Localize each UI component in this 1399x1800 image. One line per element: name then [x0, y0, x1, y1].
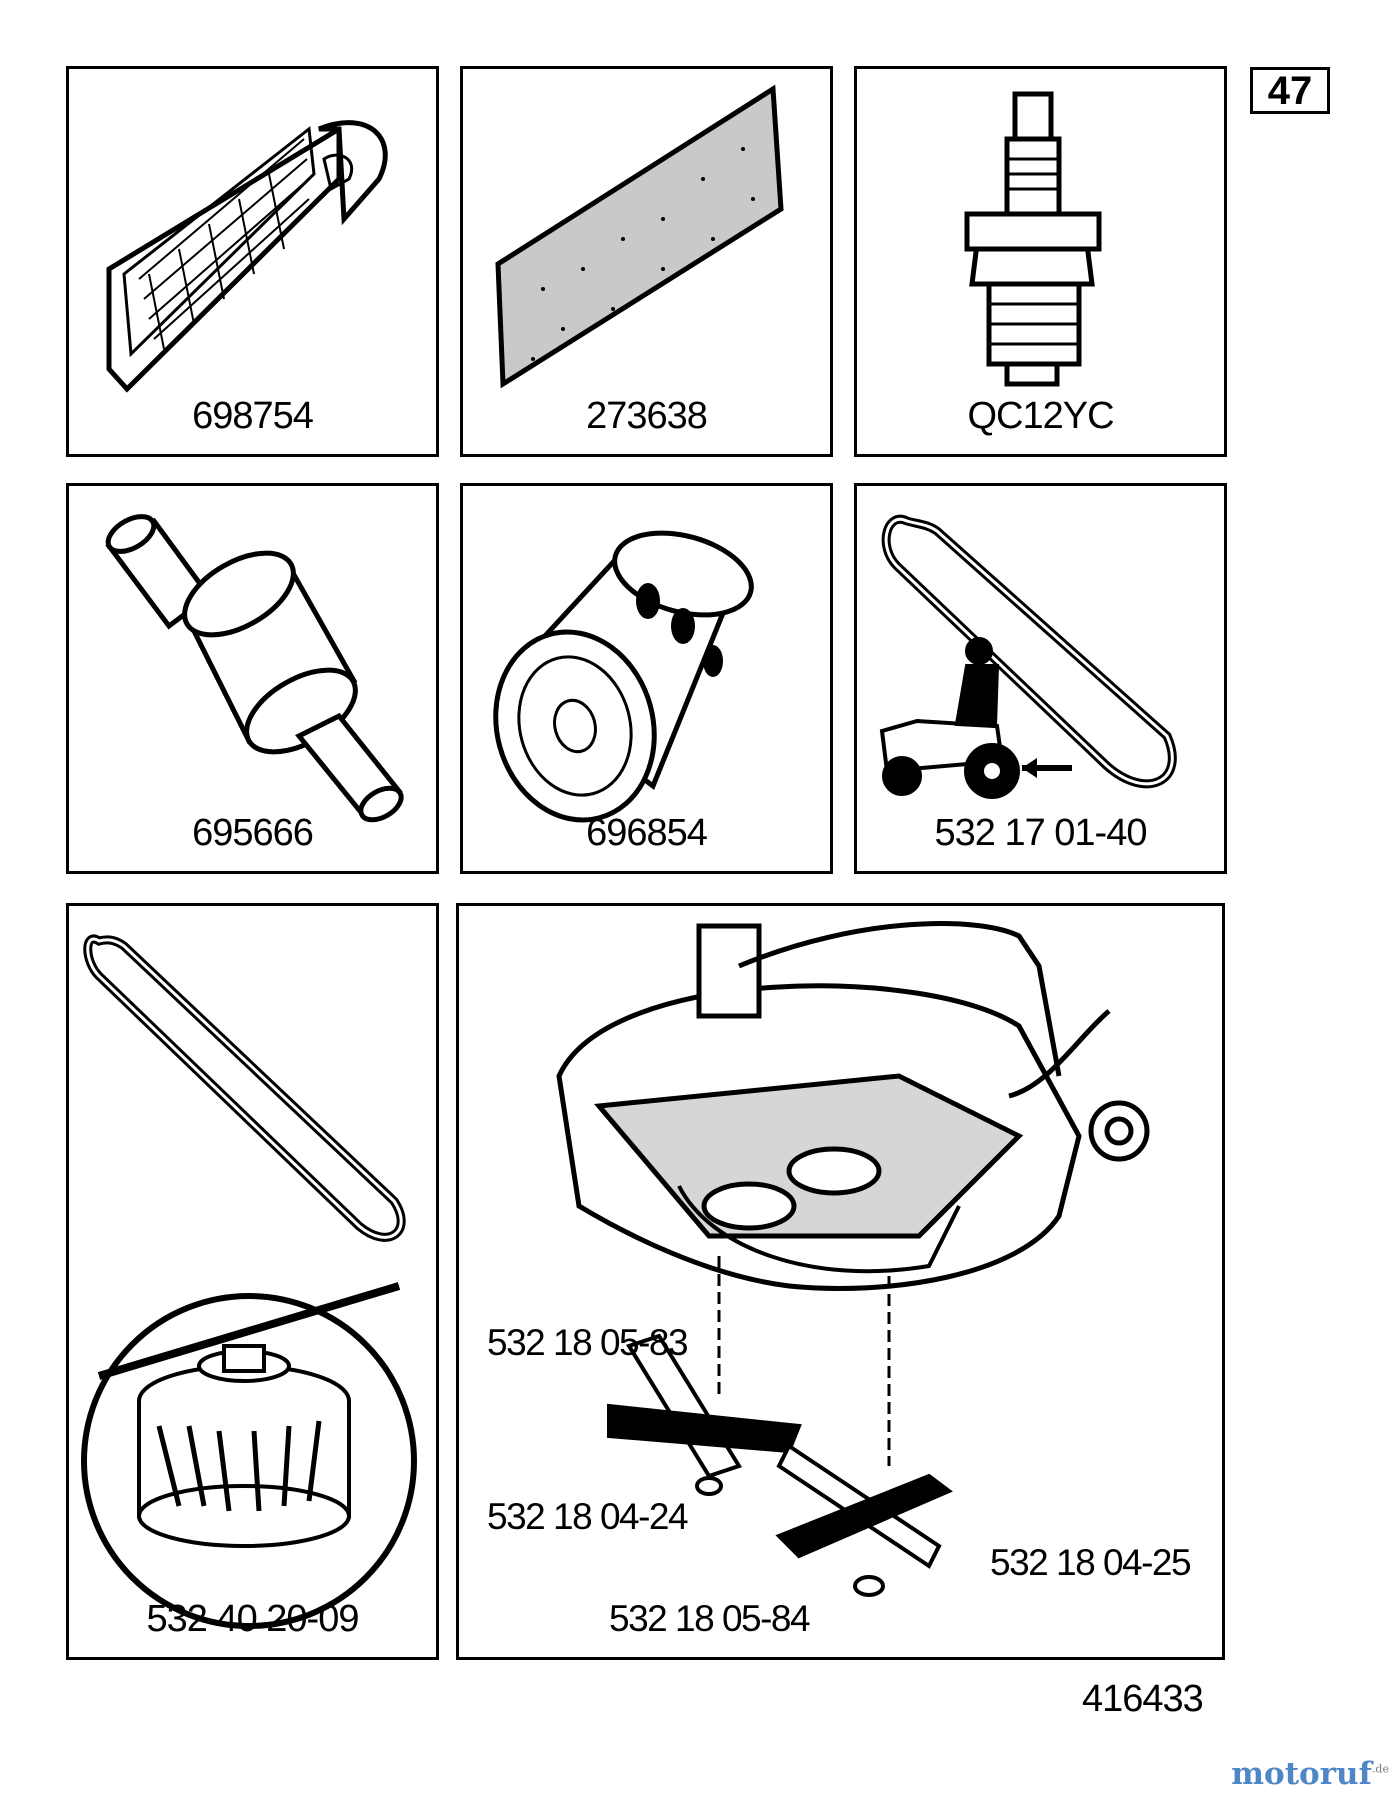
callout-adapter-left: 532 18 04-24 — [487, 1496, 689, 1537]
part-panel-spark-plug: QC12YC — [854, 66, 1227, 457]
part-number-oil-filter: 696854 — [586, 812, 708, 854]
blade-right-icon — [775, 1443, 953, 1597]
part-panel-drive-belt: 532 17 01-40 — [854, 483, 1227, 874]
watermark-suffix: .de — [1371, 1762, 1389, 1776]
spark-plug-icon — [964, 91, 1102, 387]
drive-belt-icon — [879, 514, 1177, 799]
part-panel-air-filter: 698754 — [66, 66, 439, 457]
fuel-filter-icon — [105, 514, 404, 823]
blade-left-icon — [607, 1333, 802, 1496]
part-number-deck-belt-pulley: 532 40 20-09 — [146, 1598, 360, 1640]
part-number-spark-plug: QC12YC — [967, 395, 1114, 437]
part-number-fuel-filter: 695666 — [192, 812, 314, 854]
belt-and-pulley-icon — [81, 934, 417, 1629]
tractor-icon — [879, 637, 1020, 799]
part-number-air-filter: 698754 — [192, 395, 314, 437]
part-panel-deck-belt-pulley: 532 40 20-09 — [66, 903, 439, 1660]
part-panel-oil-filter: 696854 — [460, 483, 833, 874]
part-panel-fuel-filter: 695666 — [66, 483, 439, 874]
drawing-number: 416433 — [1082, 1678, 1204, 1720]
part-number-pre-filter: 273638 — [586, 395, 708, 437]
part-number-drive-belt: 532 17 01-40 — [934, 812, 1148, 854]
foam-pre-filter-icon — [495, 84, 784, 389]
callout-blade-right: 532 18 05-84 — [609, 1598, 811, 1639]
air-filter-icon — [106, 120, 388, 393]
part-panel-pre-filter: 273638 — [460, 66, 833, 457]
part-panel-mower-deck: 532 18 05-83 532 18 04-24 532 18 05-84 5… — [456, 903, 1225, 1660]
watermark-logo[interactable]: motoruf.de — [1231, 1756, 1389, 1792]
oil-filter-icon — [493, 530, 754, 823]
callout-adapter-right: 532 18 04-25 — [990, 1542, 1192, 1583]
callout-blade-left: 532 18 05-83 — [487, 1322, 689, 1363]
mower-deck-icon — [556, 921, 1150, 1597]
watermark-brand: motoruf — [1231, 1756, 1372, 1792]
page-number: 47 — [1250, 67, 1330, 114]
